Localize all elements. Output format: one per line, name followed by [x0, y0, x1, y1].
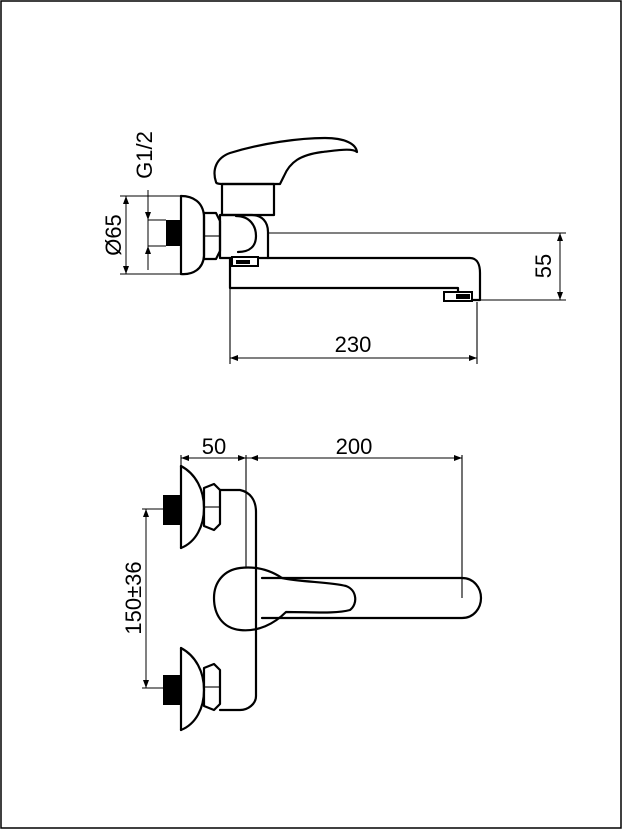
top-view-dimensions: 50 200 150±36	[121, 434, 463, 688]
side-threaded-inlet	[166, 220, 181, 246]
side-lever-handle	[213, 136, 359, 186]
side-cartridge-cap	[220, 182, 276, 217]
side-view	[148, 136, 482, 302]
side-wall-flange	[179, 194, 206, 276]
top-upper-hex-nut	[202, 482, 222, 532]
inlet-spacing-label: 150±36	[121, 561, 146, 634]
top-view	[142, 464, 483, 732]
top-body-bar	[218, 488, 258, 712]
flange-diameter-label: Ø65	[101, 214, 126, 256]
top-spout	[260, 576, 483, 620]
top-lower-inlet	[163, 675, 181, 705]
top-upper-inlet	[163, 495, 181, 525]
top-reach-label: 200	[336, 434, 373, 459]
top-lower-flange	[179, 646, 206, 732]
side-view-dimensions: G1/2 Ø65 55 230	[101, 131, 566, 364]
top-lower-hex-nut	[202, 662, 222, 712]
spout-height-label: 55	[531, 254, 556, 278]
side-reach-label: 230	[335, 332, 372, 357]
top-upper-flange	[179, 464, 206, 550]
top-lever-handle	[212, 566, 357, 632]
wall-offset-label: 50	[202, 434, 226, 459]
side-spout	[228, 256, 482, 302]
thread-size-label: G1/2	[132, 131, 157, 179]
